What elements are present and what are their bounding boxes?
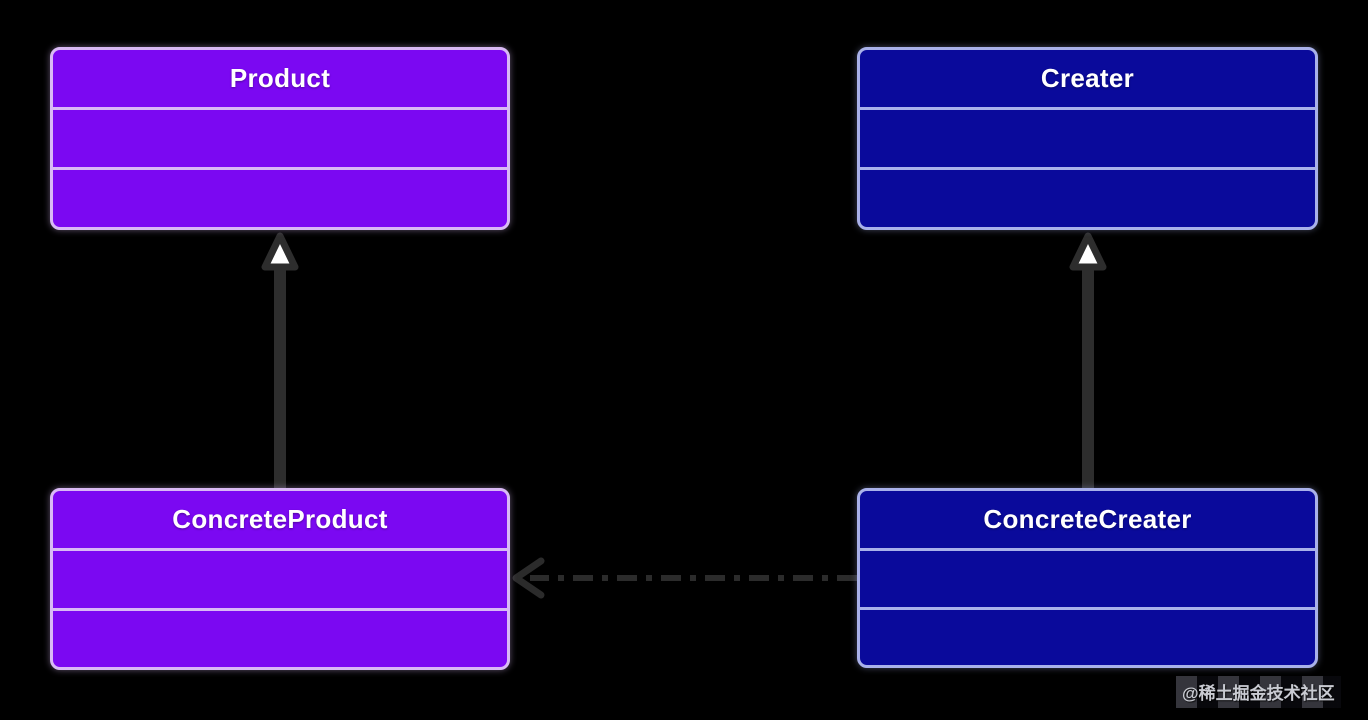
hollow-triangle-arrowhead-icon — [1069, 232, 1107, 271]
methods-compartment — [53, 607, 507, 668]
class-title: Creater — [1040, 63, 1135, 93]
methods-compartment — [860, 167, 1315, 227]
class-title: ConcreteProduct — [172, 504, 388, 534]
attributes-compartment — [860, 548, 1315, 607]
methods-compartment — [860, 606, 1315, 666]
attributes-compartment — [860, 107, 1315, 167]
generalization-arrow-concreteproduct-to-product — [261, 232, 299, 490]
class-box-concrete-creater: ConcreteCreater — [857, 488, 1318, 668]
class-box-concrete-product: ConcreteProduct — [50, 488, 510, 670]
methods-compartment — [53, 167, 507, 227]
attributes-compartment — [53, 548, 507, 608]
generalization-arrow-concretecreater-to-creater — [1069, 232, 1107, 490]
class-box-product: Product — [50, 47, 510, 230]
watermark: @稀土掘金技术社区 — [1176, 676, 1341, 708]
class-title: Product — [229, 63, 331, 93]
open-arrowhead-icon — [512, 557, 545, 599]
dependency-arrow-concretecreater-to-concreteproduct — [512, 557, 857, 599]
attributes-compartment — [53, 107, 507, 167]
class-title: ConcreteCreater — [983, 504, 1192, 534]
hollow-triangle-arrowhead-icon — [261, 232, 299, 271]
class-box-creater: Creater — [857, 47, 1318, 230]
